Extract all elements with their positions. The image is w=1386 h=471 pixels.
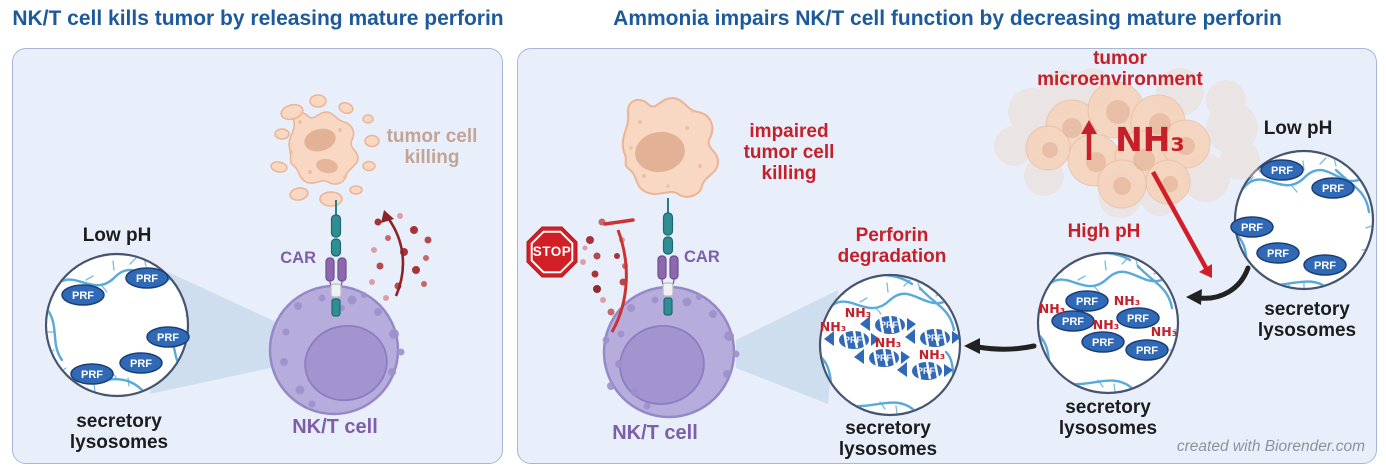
nh3-label: NH₃ xyxy=(1114,293,1140,308)
lysosome-low-ph-right: PRF PRF PRF PRF PRF xyxy=(1230,149,1375,291)
degraded-perforin: PRF PRF PRF PRF PRF xyxy=(824,315,961,380)
prf-label: PRF xyxy=(81,369,103,381)
perforin-granules: PRF PRF PRF PRF PRF xyxy=(1051,290,1169,361)
prf-label: PRF xyxy=(72,290,94,302)
ammonia-labels: NH₃ NH₃ NH₃ NH₃ xyxy=(820,305,945,362)
low-ph-label-left: Low pH xyxy=(82,225,152,246)
prf-label: PRF xyxy=(844,335,863,345)
arrow-lowph-to-highph xyxy=(1186,265,1251,305)
nh3-label: NH₃ xyxy=(875,335,901,350)
lysosome-circle xyxy=(818,273,962,417)
nh3-label: NH₃ xyxy=(845,305,871,320)
prf-label: PRF xyxy=(874,353,893,363)
nucleus xyxy=(304,324,388,402)
nh3-label: NH₃ xyxy=(919,347,945,362)
prf-label: PRF xyxy=(1136,345,1158,357)
prf-label: PRF xyxy=(1322,183,1344,195)
release-arrow xyxy=(381,210,405,297)
blocked-perforin-dots xyxy=(580,218,628,316)
tumor-nucleus xyxy=(635,131,685,173)
prf-label: PRF xyxy=(925,333,944,343)
lysosome-high-ph: PRF PRF PRF PRF PRF NH₃ NH₃ NH₃ NH₃ xyxy=(1036,251,1180,395)
secretory-lysosomes-label-degradation: secretory lysosomes xyxy=(838,418,938,460)
granule-dots xyxy=(602,294,740,410)
nh3-increase-arrow xyxy=(1081,120,1097,160)
left-panel-background xyxy=(12,48,503,464)
nucleus xyxy=(619,325,705,405)
ammonia-labels: NH₃ NH₃ NH₃ NH₃ xyxy=(1039,293,1177,339)
tumor-cell-killing-label: tumor cell killing xyxy=(386,126,478,168)
impaired-killing-label: impaired tumor cell killing xyxy=(743,121,835,184)
car-receptor-left xyxy=(325,200,347,317)
low-ph-label-right: Low pH xyxy=(1263,118,1333,139)
secretory-lysosomes-label-left: secretory lysosomes xyxy=(69,411,169,453)
prf-label: PRF xyxy=(880,320,899,330)
secretory-lysosomes-label-highph: secretory lysosomes xyxy=(1058,397,1158,439)
zoom-cone-right xyxy=(736,290,838,404)
nh3-label: NH₃ xyxy=(1093,317,1119,332)
prf-label: PRF xyxy=(130,358,152,370)
prf-label: PRF xyxy=(1127,313,1149,325)
released-perforin-dots xyxy=(369,213,432,301)
intact-tumor-cell xyxy=(621,96,720,198)
prf-label: PRF xyxy=(1314,260,1336,272)
tumor-nucleus-fragments xyxy=(304,128,338,174)
stop-sign xyxy=(526,226,578,278)
nh3-label: NH₃ xyxy=(1039,301,1065,316)
nkt-cell-right xyxy=(602,285,740,419)
car-label-right: CAR xyxy=(684,248,720,266)
car-receptor-right xyxy=(657,198,679,316)
nkt-cell-label-right: NK/T cell xyxy=(612,422,698,444)
tumor-microenvironment-label: tumor microenvironment xyxy=(1037,48,1203,90)
prf-label: PRF xyxy=(917,366,936,376)
nh3-label: NH₃ xyxy=(1151,324,1177,339)
right-panel-title: Ammonia impairs NK/T cell function by de… xyxy=(613,7,1282,30)
zoom-cone-left xyxy=(150,272,298,394)
prf-label: PRF xyxy=(1076,296,1098,308)
nh3-label: NH₃ xyxy=(820,319,846,334)
fragmented-tumor-cell xyxy=(270,94,380,207)
lysosome-low-ph-left: PRF PRF PRF PRF PRF xyxy=(44,252,190,398)
prf-label: PRF xyxy=(136,273,158,285)
left-panel-title: NK/T cell kills tumor by releasing matur… xyxy=(12,7,504,30)
biorender-credit: created with Biorender.com xyxy=(1176,438,1365,455)
tumor-microenvironment-cluster xyxy=(994,68,1260,218)
car-label-left: CAR xyxy=(280,249,316,267)
perforin-granules: PRF PRF PRF PRF PRF xyxy=(61,267,190,385)
prf-label: PRF xyxy=(157,332,179,344)
nh3-big-label: NH₃ xyxy=(1115,120,1185,159)
prf-label: PRF xyxy=(1271,165,1293,177)
high-ph-label: High pH xyxy=(1067,221,1141,242)
arrow-highph-to-degradation xyxy=(964,338,1037,354)
lysosome-degradation: PRF PRF PRF PRF PRF NH₃ NH₃ NH₃ NH₃ xyxy=(818,273,962,417)
inhibition-arrow xyxy=(603,218,635,333)
stop-sign-label: STOP xyxy=(532,244,572,259)
prf-label: PRF xyxy=(1062,316,1084,328)
secretory-lysosomes-label-right: secretory lysosomes xyxy=(1257,299,1357,341)
prf-label: PRF xyxy=(1267,248,1289,260)
ammonia-entry-arrow xyxy=(1151,170,1212,278)
prf-label: PRF xyxy=(1241,222,1263,234)
nkt-cell-label-left: NK/T cell xyxy=(292,416,378,438)
perforin-granules: PRF PRF PRF PRF PRF xyxy=(1230,159,1355,276)
perforin-degradation-label: Perforin degradation xyxy=(837,225,947,267)
prf-label: PRF xyxy=(1092,337,1114,349)
